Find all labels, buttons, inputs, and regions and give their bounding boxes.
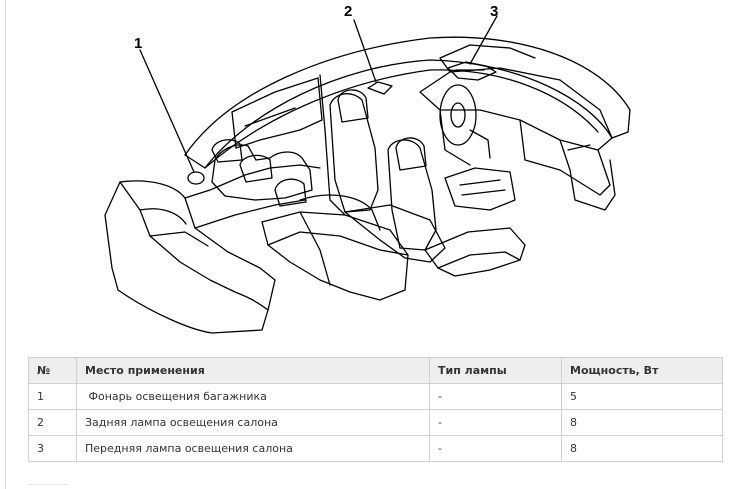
roof-outline	[184, 36, 631, 169]
car-interior-diagram: 1 2 3	[104, 3, 631, 334]
rear-shelf-lower	[194, 199, 306, 229]
rear-right-door-panel	[299, 194, 381, 231]
rear-cushion-front	[267, 231, 409, 256]
cell-place: Задняя лампа освещения салона	[76, 409, 430, 436]
cell-lamp-type: -	[429, 409, 562, 436]
leader-line-2	[353, 19, 377, 83]
cell-power: 8	[561, 435, 723, 462]
rear-cushion-split	[299, 211, 331, 286]
table-row: 1 Фонарь освещения багажника - 5	[28, 383, 723, 410]
trunk-lamp	[187, 171, 205, 185]
rear-interior-lamp	[367, 81, 393, 95]
front-left-headrest	[337, 89, 369, 123]
cell-place: Передняя лампа освещения салона	[76, 435, 430, 462]
cell-num: 3	[28, 435, 77, 462]
leader-line-3	[469, 15, 498, 65]
callout-1: 1	[134, 35, 142, 52]
b-pillar	[319, 74, 346, 216]
rear-headrest-right	[274, 178, 307, 207]
cell-place: Фонарь освещения багажника	[76, 383, 430, 410]
dashboard-lower	[439, 109, 611, 196]
callout-3: 3	[490, 3, 498, 20]
table-header-row: № Место применения Тип лампы Мощность, В…	[28, 357, 723, 384]
steering-wheel-hub	[450, 102, 466, 128]
dashboard	[419, 67, 613, 151]
center-console	[444, 167, 516, 211]
front-right-headrest	[395, 137, 427, 171]
bottom-divider	[28, 484, 68, 485]
front-interior-lamp	[447, 61, 497, 81]
trunk-edge	[139, 208, 187, 225]
rear-headrest-left	[211, 139, 243, 163]
lamp-spec-table: № Место применения Тип лампы Мощность, В…	[28, 357, 723, 462]
trunk-lip	[149, 231, 209, 247]
front-right-cushion-front	[437, 251, 521, 269]
rear-shelf	[184, 164, 321, 199]
cell-power: 5	[561, 383, 723, 410]
table-row: 3 Передняя лампа освещения салона - 8	[28, 435, 723, 462]
cell-lamp-type: -	[429, 383, 562, 410]
trunk-floor	[104, 181, 269, 334]
trunk-inner	[119, 180, 276, 311]
cell-num: 2	[28, 409, 77, 436]
roof-inner-edge	[204, 69, 599, 169]
header-power: Мощность, Вт	[561, 357, 723, 384]
page-left-border	[5, 0, 6, 489]
front-right-seat-back	[387, 139, 437, 251]
front-door-handle	[567, 144, 591, 151]
windshield-base	[439, 44, 536, 73]
rear-headrest-middle	[239, 154, 273, 183]
cell-num: 1	[28, 383, 77, 410]
front-left-cushion	[344, 204, 446, 263]
front-left-seat-back	[329, 93, 379, 213]
table-row: 2 Задняя лампа освещения салона - 8	[28, 409, 723, 436]
front-door	[559, 139, 616, 211]
car-interior-drawing: 1 2 3	[104, 3, 631, 334]
steering-column	[469, 129, 491, 159]
steering-wheel	[439, 84, 477, 146]
callout-2: 2	[344, 3, 352, 20]
rear-window	[231, 77, 323, 149]
header-num: №	[28, 357, 77, 384]
header-lamp-type: Тип лампы	[429, 357, 562, 384]
center-console-lines	[459, 179, 506, 196]
leader-line-1	[139, 49, 195, 173]
rear-seat-back	[211, 144, 313, 201]
cell-lamp-type: -	[429, 435, 562, 462]
rear-window-2	[244, 107, 296, 127]
header-place: Место применения	[76, 357, 430, 384]
cell-power: 8	[561, 409, 723, 436]
rear-seat-cushion	[261, 211, 409, 301]
